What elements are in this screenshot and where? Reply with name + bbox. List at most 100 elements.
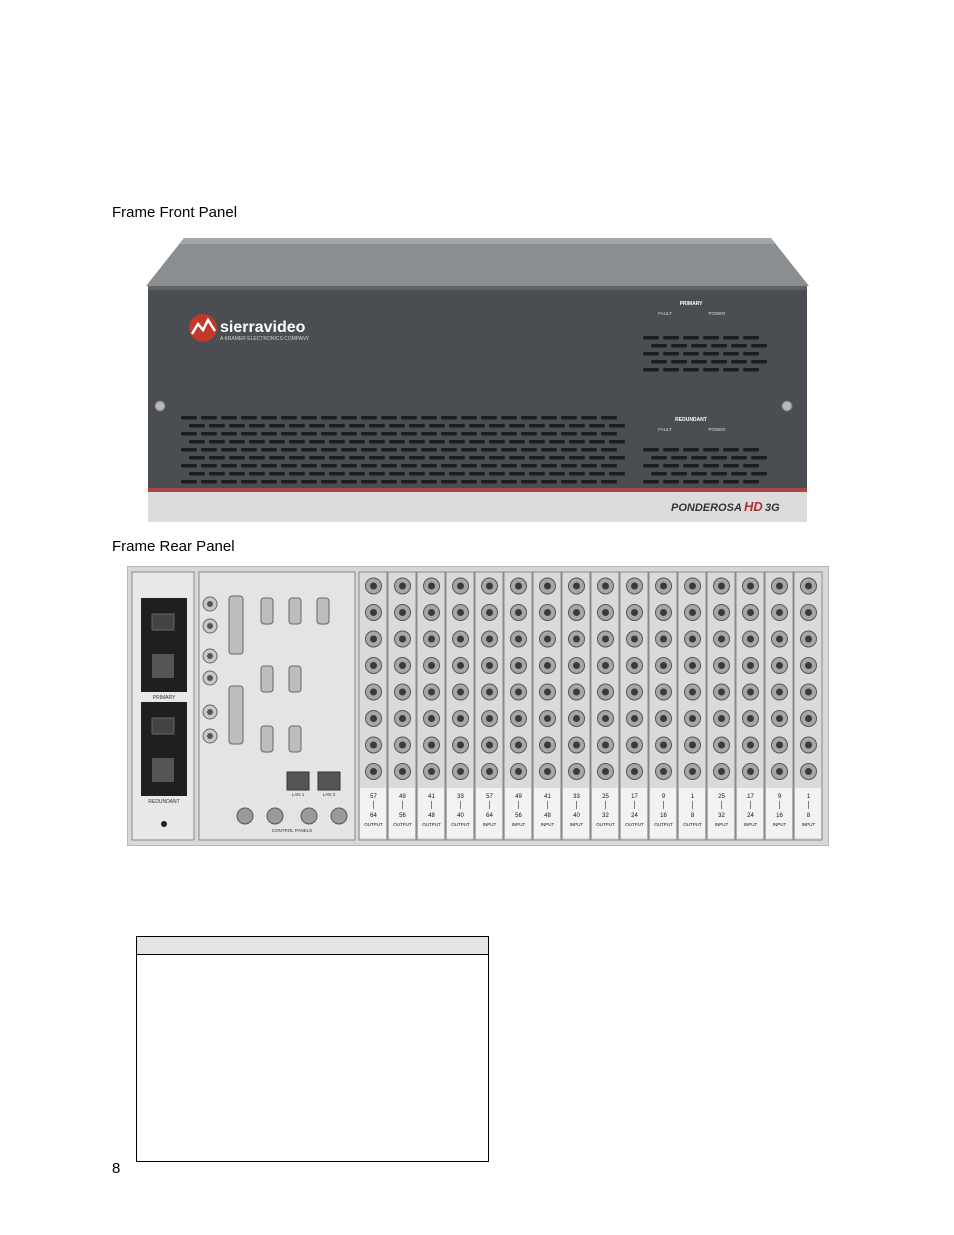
brand-name: sierravideo (220, 319, 306, 336)
slot-type-label: INPUT (802, 822, 816, 827)
lan-2-label: LAN 2 (323, 792, 336, 797)
redundant-fault-label: FAULT (658, 427, 672, 432)
slot-bottom-number: 56 (515, 813, 522, 819)
primary-label: PRIMARY (680, 301, 704, 307)
primary-power-label: POWER (708, 311, 726, 316)
lan-2-port (317, 771, 341, 791)
slot-bottom-number: 32 (602, 813, 609, 819)
slot-type-label: OUTPUT (451, 822, 470, 827)
slot-type-label: OUTPUT (364, 822, 383, 827)
slot-bottom-number: 56 (399, 813, 406, 819)
slot-type-label: OUTPUT (683, 822, 702, 827)
table-header (137, 937, 488, 955)
slot-top-number: 57 (486, 794, 493, 800)
page-number: 8 (112, 1160, 121, 1177)
slot-type-label: OUTPUT (654, 822, 673, 827)
slot-top-number: 41 (544, 794, 551, 800)
slot-top-number: 17 (631, 794, 638, 800)
right-screw-icon (781, 400, 793, 412)
slot-bottom-number: 48 (544, 813, 551, 819)
redundant-power-label: POWER (708, 427, 726, 432)
slot-bottom-number: 8 (807, 813, 811, 819)
slot-type-label: INPUT (512, 822, 526, 827)
lan-1-port (286, 771, 310, 791)
control-connectors (202, 595, 330, 753)
product-suffix: HD (744, 499, 763, 514)
slot-type-label: OUTPUT (596, 822, 615, 827)
slot-top-number: 1 (807, 794, 811, 800)
slot-type-label: INPUT (570, 822, 584, 827)
primary-vents (643, 336, 767, 372)
redundant-vents (643, 448, 767, 484)
slot-top-number: 41 (428, 794, 435, 800)
power-primary-label: PRIMARY (153, 695, 176, 701)
redundant-label: REDUNDANT (675, 417, 707, 423)
slot-top-number: 9 (778, 794, 782, 800)
left-screw-icon (154, 400, 166, 412)
slot-top-number: 25 (602, 794, 609, 800)
slot-bottom-number: 24 (747, 813, 754, 819)
primary-fault-label: FAULT (658, 311, 672, 316)
slot-type-label: INPUT (715, 822, 729, 827)
slot-type-label: OUTPUT (422, 822, 441, 827)
front-panel-caption: Frame Front Panel (112, 204, 238, 221)
slot-top-number: 17 (747, 794, 754, 800)
slot-type-label: INPUT (744, 822, 758, 827)
brand-tagline: A KRAMER ELECTRONICS COMPANY (220, 336, 310, 342)
slot-top-number: 33 (573, 794, 580, 800)
slot-type-label: OUTPUT (625, 822, 644, 827)
product-name: PONDEROSA (671, 502, 742, 514)
slot-top-number: 33 (457, 794, 464, 800)
front-panel-lid (146, 238, 809, 286)
sierravideo-logo-icon (189, 314, 217, 342)
slot-bottom-number: 24 (631, 813, 638, 819)
slot-bottom-number: 40 (573, 813, 580, 819)
slot-type-label: INPUT (483, 822, 497, 827)
main-vents (181, 416, 625, 484)
slot-top-number: 25 (718, 794, 725, 800)
slot-bottom-number: 64 (486, 813, 493, 819)
slot-type-label: INPUT (541, 822, 555, 827)
rear-panel-image: PRIMARY REDUNDANT LAN 1 LAN 2 CONTROL PA… (127, 566, 829, 846)
slot-bottom-number: 16 (776, 813, 783, 819)
slot-bottom-number: 40 (457, 813, 464, 819)
slot-top-number: 9 (662, 794, 666, 800)
slot-type-label: INPUT (773, 822, 787, 827)
table-frame (136, 936, 489, 1162)
slot-bottom-number: 16 (660, 813, 667, 819)
slot-top-number: 49 (399, 794, 406, 800)
control-panels-label: CONTROL PANELS (272, 828, 313, 833)
product-suffix-3g: 3G (765, 502, 780, 514)
slot-bottom-number: 48 (428, 813, 435, 819)
slot-bottom-number: 32 (718, 813, 725, 819)
slot-top-number: 1 (691, 794, 695, 800)
slot-type-label: OUTPUT (393, 822, 412, 827)
control-panel-connectors (236, 807, 348, 825)
slot-bottom-number: 64 (370, 813, 377, 819)
slot-top-number: 57 (370, 794, 377, 800)
power-redundant-label: REDUNDANT (148, 799, 179, 805)
slot-bottom-number: 8 (691, 813, 695, 819)
front-panel-image: sierravideo A KRAMER ELECTRONICS COMPANY… (146, 238, 809, 522)
control-module (198, 571, 356, 841)
lan-1-label: LAN 1 (292, 792, 305, 797)
slot-top-number: 49 (515, 794, 522, 800)
rear-panel-caption: Frame Rear Panel (112, 538, 235, 555)
